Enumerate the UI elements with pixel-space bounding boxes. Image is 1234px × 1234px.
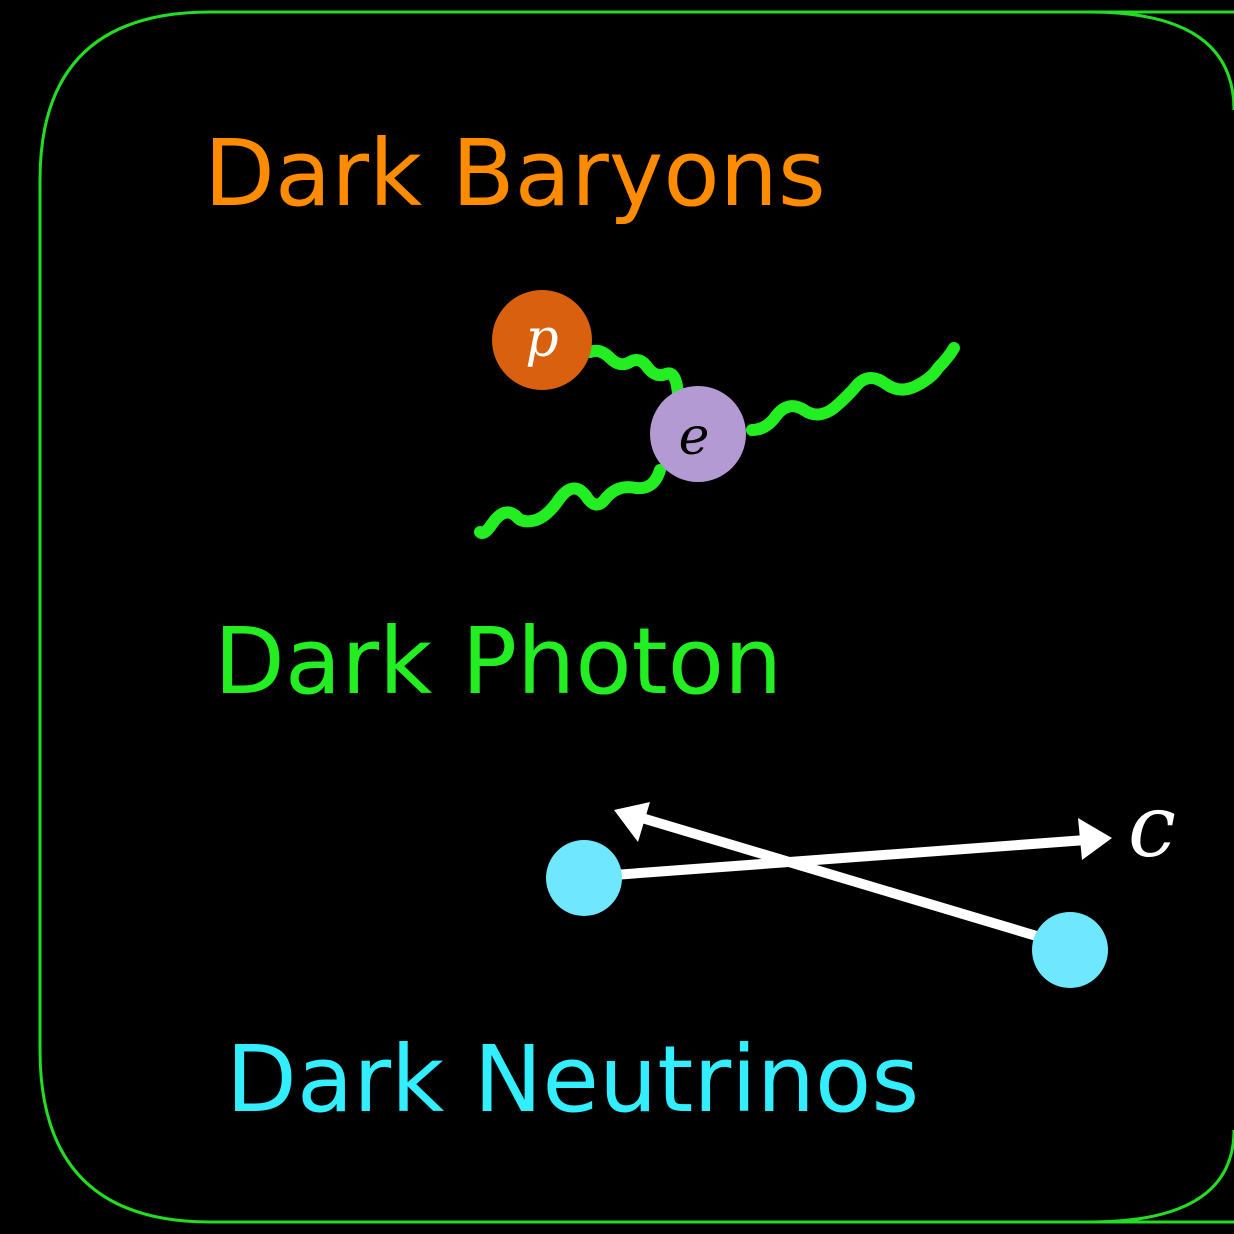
electron-symbol: e [679,407,710,467]
neutrino-dot-left [546,840,622,916]
dark-photon-heading: Dark Photon [214,616,782,708]
neutrino-arrow-left [642,818,1070,946]
neutrino-arrowhead-right [1078,818,1112,860]
dark-neutrinos-heading: Dark Neutrinos [226,1034,919,1126]
neutrino-dot-right [1032,912,1108,988]
dark-baryons-heading: Dark Baryons [204,128,826,220]
light-speed-symbol: c [1128,777,1176,877]
photon-wave-proton-electron [590,351,678,394]
neutrino-arrow-right [600,840,1086,876]
photon-wave-right [752,348,954,430]
proton-symbol: p [525,309,558,369]
photon-wave-left [480,470,660,533]
frame-border-right [1090,12,1234,1222]
